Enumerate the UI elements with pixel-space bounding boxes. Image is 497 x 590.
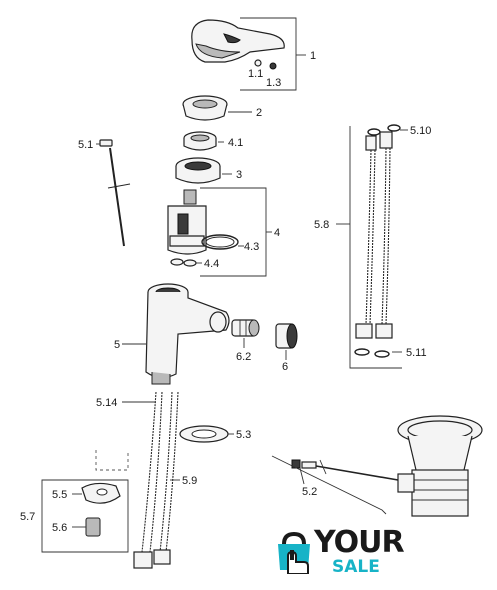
- part-4-4-seals: [170, 258, 197, 267]
- label-6-2: 6.2: [236, 351, 251, 363]
- label-1: 1: [310, 50, 316, 62]
- yoursale-logo: YOUR SALE: [270, 524, 420, 584]
- part-5-10-oring: [367, 124, 401, 136]
- label-5: 5: [114, 339, 120, 351]
- part-5-5-fixing-plate: [81, 482, 121, 504]
- logo-word-your: YOUR: [314, 525, 405, 560]
- part-5-mixer-body: [145, 283, 230, 385]
- part-2-cover: [182, 95, 228, 121]
- part-3-nut: [175, 157, 221, 184]
- part-4-3-oring: [201, 234, 239, 250]
- label-5-2: 5.2: [302, 486, 317, 498]
- part-6-2-aerator-insert: [231, 319, 260, 337]
- label-4-1: 4.1: [228, 137, 243, 149]
- part-4-1-ring: [183, 131, 217, 151]
- label-4: 4: [274, 227, 280, 239]
- part-5-11-seal: [354, 348, 390, 358]
- label-5-8: 5.8: [314, 219, 329, 231]
- shopping-bag-hand-icon: [278, 531, 310, 574]
- label-4-4: 4.4: [204, 258, 219, 270]
- label-5-5: 5.5: [52, 489, 67, 501]
- part-5-9-hoses: [133, 391, 179, 569]
- part-6-aerator: [275, 323, 298, 349]
- label-2: 2: [256, 107, 262, 119]
- part-5-1-lift-rod: [99, 139, 131, 247]
- label-1-3: 1.3: [266, 77, 281, 89]
- label-5-7: 5.7: [20, 511, 35, 523]
- label-5-10: 5.10: [410, 125, 431, 137]
- label-5-3: 5.3: [236, 429, 251, 441]
- label-5-9: 5.9: [182, 475, 197, 487]
- label-3: 3: [236, 169, 242, 181]
- label-5-1: 5.1: [78, 139, 93, 151]
- label-4-3: 4.3: [244, 241, 259, 253]
- part-5-8-hoses: [355, 131, 393, 339]
- label-1-1: 1.1: [248, 68, 263, 80]
- part-5-6-nut: [85, 517, 101, 537]
- part-1-3-cap: [269, 62, 277, 70]
- part-5-3-gasket: [179, 425, 229, 443]
- part-1-lever-handle: [191, 19, 285, 63]
- part-4-cartridge: [167, 189, 207, 255]
- label-6: 6: [282, 361, 288, 373]
- label-5-14: 5.14: [96, 397, 117, 409]
- label-5-11: 5.11: [406, 347, 427, 359]
- part-1-1-screw: [254, 59, 262, 67]
- logo-word-sale: SALE: [332, 557, 380, 577]
- part-5-2-connecting-rod: [291, 459, 399, 481]
- pop-up-waste: [397, 415, 483, 517]
- label-5-6: 5.6: [52, 522, 67, 534]
